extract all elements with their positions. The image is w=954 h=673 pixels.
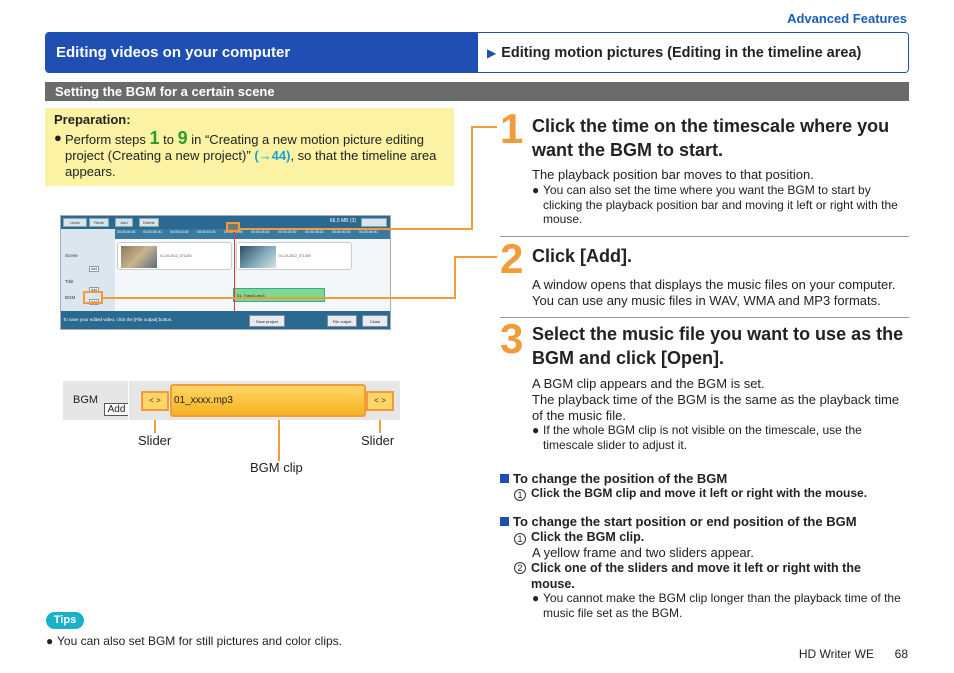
zoom-bgm-label: BGM	[73, 394, 99, 406]
playback-position-bar	[234, 228, 235, 311]
status-message: To save your edited video, click the [Fi…	[63, 317, 173, 322]
zoom-separator	[128, 381, 129, 420]
bullet-icon: ●	[532, 591, 540, 605]
preparation-box: Preparation: ● Perform steps 1 to 9 in “…	[45, 108, 454, 186]
save-project-button: Save project	[249, 315, 285, 327]
scene-clip-1: 01-19-2012_071200	[117, 242, 232, 270]
bgm-zoom-view: BGM Add 01_xxxx.mp3 < > < >	[63, 381, 400, 420]
preparation-title: Preparation:	[54, 112, 131, 127]
bgm-label: BGM	[65, 295, 76, 300]
divider	[500, 317, 909, 318]
bullet-icon: ●	[532, 183, 540, 197]
scene-label: Scene	[65, 253, 78, 258]
step-2-body-2: You can use any music files in WAV, WMA …	[532, 293, 881, 308]
timescale-ruler: 00:00:00.00 00:00:05.00 00:00:10.00 00:0…	[115, 229, 390, 239]
advanced-features-label: Advanced Features	[787, 11, 907, 26]
add-button-highlight	[83, 291, 103, 304]
square-bullet-icon	[500, 474, 509, 483]
bullet-icon: ●	[532, 423, 540, 437]
caption-bgm-clip: BGM clip	[250, 460, 303, 475]
clip-thumbnail	[240, 246, 276, 268]
page-link[interactable]: (→44)	[254, 148, 291, 163]
step-1-body: The playback position bar moves to that …	[532, 167, 814, 182]
screenshot-option-button	[361, 218, 387, 227]
preparation-text: Perform steps 1 to 9 in “Creating a new …	[65, 128, 437, 179]
change-position-heading: To change the position of the BGM	[500, 471, 727, 486]
chapter-header: Editing videos on your computer ▶ Editin…	[45, 32, 909, 73]
close-button: Close	[362, 315, 388, 327]
step-2-number: 2	[500, 235, 524, 282]
zoom-bgm-clip: 01_xxxx.mp3	[170, 384, 366, 417]
scene-clip-2: 01-19-2012_071339	[236, 242, 352, 270]
section-title: Setting the BGM for a certain scene	[45, 82, 909, 101]
step-1-title: Click the time on the timescale where yo…	[532, 116, 890, 160]
change-start-end-item-1-sub: A yellow frame and two sliders appear.	[532, 545, 754, 560]
step-2-title: Click [Add].	[532, 246, 633, 266]
footer-product: HD Writer WE	[798, 647, 874, 661]
change-start-end-heading: To change the start position or end posi…	[500, 514, 857, 529]
header-right-title: Editing motion pictures (Editing in the …	[501, 44, 862, 61]
right-slider: < >	[366, 391, 394, 411]
circled-number-icon: 2	[514, 562, 526, 574]
tips-badge: Tips	[46, 612, 84, 629]
change-start-end-note: ● You cannot make the BGM clip longer th…	[532, 591, 901, 620]
circled-number-icon: 1	[514, 489, 526, 501]
page-footer: HD Writer WE 68	[799, 647, 908, 661]
timeline-screenshot: Undo Redo Add Delete 66.5 MB (3) Scene A…	[60, 215, 391, 330]
step-1-note: ● You can also set the time where you wa…	[532, 183, 898, 226]
delete-button: Delete	[139, 218, 159, 227]
tips-text: ● You can also set BGM for still picture…	[46, 634, 343, 648]
bullet-icon: ●	[54, 130, 62, 145]
square-bullet-icon	[500, 517, 509, 526]
step-3-note: ● If the whole BGM clip is not visible o…	[532, 423, 862, 452]
zoom-add-button: Add	[104, 403, 129, 416]
add-dropdown-button: Add	[115, 218, 133, 227]
file-output-button: File output	[327, 315, 357, 327]
divider	[500, 236, 909, 237]
caption-slider-right: Slider	[361, 433, 395, 448]
left-slider: < >	[141, 391, 169, 411]
step-3-body-2: The playback time of the BGM is the same…	[532, 392, 900, 423]
screenshot-statusbar: To save your edited video, click the [Fi…	[61, 311, 390, 329]
step-3-body-1: A BGM clip appears and the BGM is set.	[532, 376, 765, 391]
clip-thumbnail	[121, 246, 157, 268]
page-number: 68	[894, 647, 908, 661]
triangle-right-icon: ▶	[487, 45, 497, 60]
timescale-highlight	[226, 222, 240, 232]
header-right-link[interactable]: ▶ Editing motion pictures (Editing in th…	[478, 33, 908, 72]
step-3-number: 3	[500, 315, 524, 362]
caption-slider-left: Slider	[138, 433, 172, 448]
header-left-title[interactable]: Editing videos on your computer	[46, 33, 478, 72]
step-1-number: 1	[500, 105, 524, 152]
redo-button: Redo	[89, 218, 109, 227]
undo-button: Undo	[63, 218, 87, 227]
step-3-title: Select the music file you want to use as…	[532, 324, 904, 368]
title-label: Title	[65, 279, 74, 284]
scene-add-button: Add	[89, 266, 99, 272]
step-2-body-1: A window opens that displays the music f…	[532, 277, 896, 292]
circled-number-icon: 1	[514, 533, 526, 545]
bullet-icon: ●	[46, 634, 54, 648]
storage-size: 66.5 MB (3)	[329, 218, 356, 224]
